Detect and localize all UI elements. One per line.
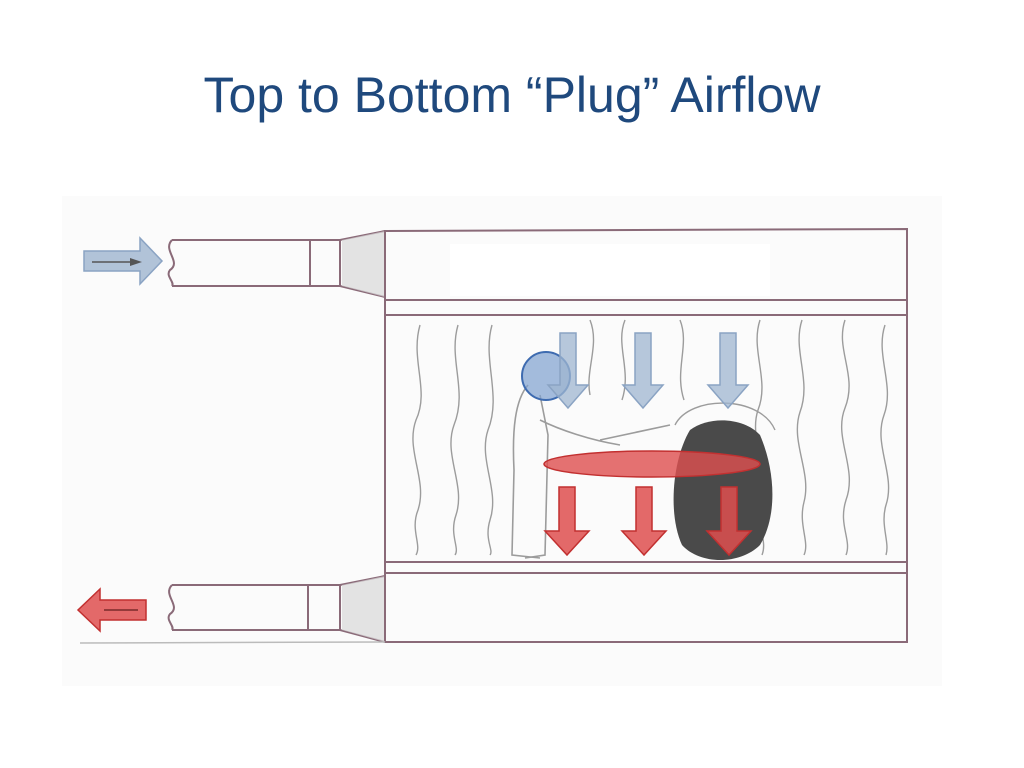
arrow-down-icon — [546, 332, 590, 410]
arrow-down-icon — [620, 486, 668, 557]
worker-figure — [511, 384, 671, 559]
breathing-zone-ellipse — [543, 450, 761, 478]
arrow-down-icon — [543, 486, 591, 557]
booth-enclosure — [79, 227, 908, 644]
supply-downflow-arrows — [546, 332, 750, 410]
slide-title: Top to Bottom “Plug” Airflow — [203, 67, 821, 123]
exhaust-duct-transition — [342, 576, 385, 642]
arrow-down-icon — [621, 332, 665, 410]
arrow-right-icon — [83, 236, 164, 286]
arrow-down-icon — [705, 486, 753, 557]
exhaust-outlet-arrow — [76, 587, 147, 633]
exhaust-downflow-arrows — [543, 486, 753, 557]
supply-plenum-highlight — [450, 244, 770, 296]
supply-duct-transition — [342, 231, 385, 297]
supply-duct — [167, 230, 386, 298]
exhaust-duct — [167, 575, 386, 643]
supply-inlet-arrow — [83, 236, 164, 286]
arrow-down-icon — [706, 332, 750, 410]
